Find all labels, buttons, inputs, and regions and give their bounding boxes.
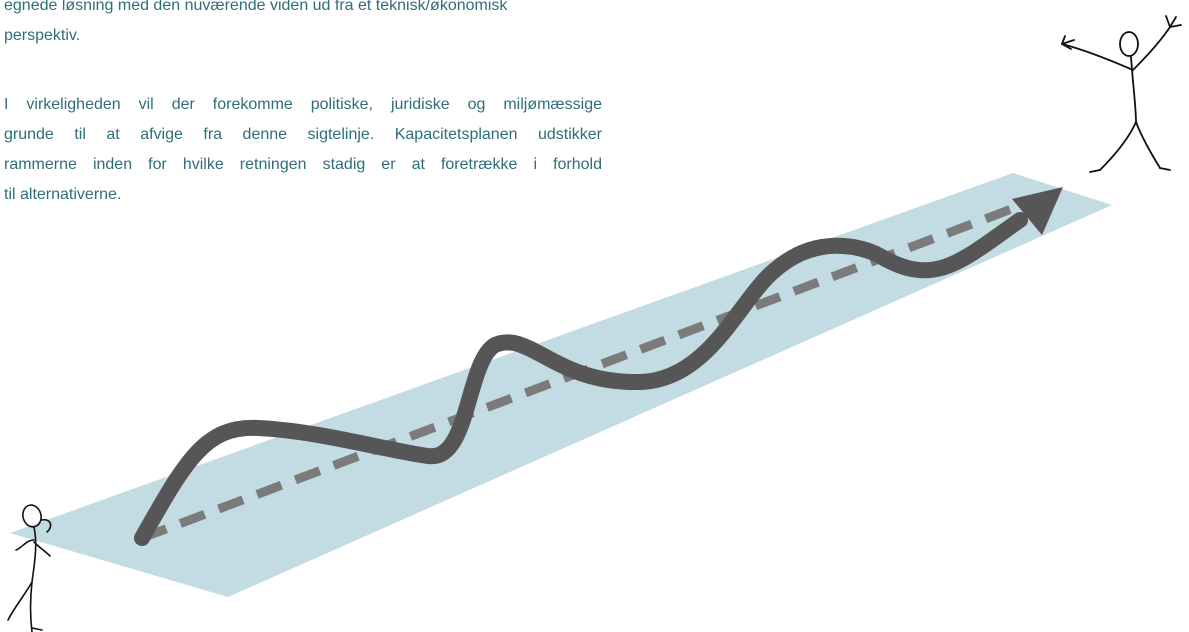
arrowhead-icon (1012, 187, 1063, 235)
text-line: til alternativerne. (4, 186, 122, 203)
walking-stick-figure-icon (7, 504, 52, 632)
text-line: egnede løsning med den nuværende viden u… (4, 0, 508, 14)
wavy-path-icon (134, 212, 1028, 546)
text-line: I virkeligheden vil der forekomme politi… (4, 96, 602, 113)
reality-paragraph: I virkeligheden vil der forekomme politi… (4, 90, 602, 210)
cheering-stick-figure-icon (1061, 15, 1182, 173)
corridor-band (10, 173, 1112, 597)
text-line: grunde til at afvige fra denne sigtelinj… (4, 126, 602, 143)
intro-paragraph-end: egnede løsning med den nuværende viden u… (4, 0, 602, 51)
text-line: perspektiv. (4, 27, 81, 44)
text-line: rammerne inden for hvilke retningen stad… (4, 156, 602, 173)
